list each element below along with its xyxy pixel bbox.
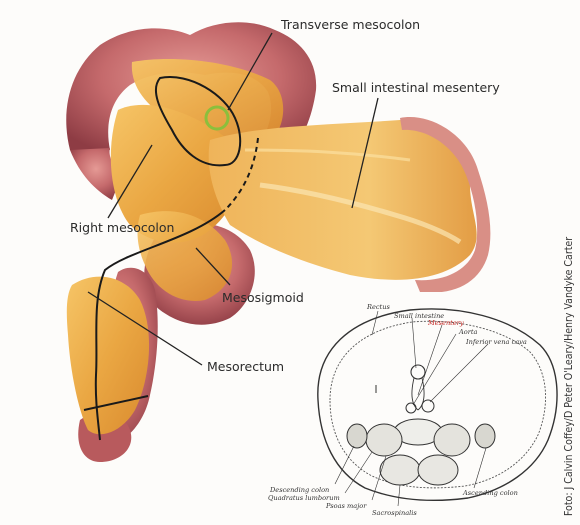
transverse-colon	[66, 22, 317, 160]
mesentery-streak	[259, 182, 462, 245]
mesentery	[66, 59, 491, 435]
mesentery-stalk	[411, 377, 425, 411]
psoas-major-right	[433, 423, 471, 457]
engraving-label-rectus: Rectus	[366, 303, 390, 311]
root-solid-line	[94, 209, 226, 441]
leader-sacrospinalis	[397, 484, 401, 507]
engraving-leaders	[334, 310, 489, 507]
leader-descending-colon	[334, 445, 355, 485]
transverse-mesocolon-loop	[154, 76, 242, 167]
leader-small-intestine	[411, 317, 417, 369]
leader-aorta	[412, 333, 457, 406]
label-mesosigmoid: Mesosigmoid	[222, 290, 304, 305]
engraving-label-sacrospinalis: Sacrospinalis	[372, 509, 417, 517]
right-colon	[70, 148, 122, 200]
leader-mesosigmoid	[195, 247, 231, 286]
engraving-label-small-intestine: Small intestine	[394, 312, 444, 320]
engraving-label-aorta: Aorta	[458, 328, 478, 336]
sacrospinalis-right	[417, 454, 459, 486]
descending-colon	[346, 423, 368, 449]
label-small-intestinal-mesentery: Small intestinal mesentery	[332, 80, 500, 95]
label-transverse-mesocolon: Transverse mesocolon	[280, 17, 420, 32]
mesentery-outline-trace	[83, 76, 259, 441]
label-mesorectum: Mesorectum	[207, 359, 284, 374]
leader-quadratus	[344, 451, 373, 494]
label-right-mesocolon: Right mesocolon	[70, 220, 174, 235]
mesentery-streak	[244, 148, 411, 162]
engraving-label-psoas-major: Psoas major	[325, 502, 367, 510]
engraving-label-ivc: Inferior vena cava	[465, 338, 527, 346]
small-intestine-loop	[410, 364, 426, 380]
leader-ascending-colon	[473, 447, 487, 489]
leader-mesorectum	[87, 291, 203, 366]
leader-rectus	[371, 310, 379, 336]
aorta	[405, 402, 417, 414]
leader-psoas	[371, 455, 387, 501]
engraving-label-descending-colon: Descending colon	[269, 486, 329, 494]
abdominal-wall-outer	[317, 308, 558, 501]
engraving-label-ascending-colon: Ascending colon	[462, 489, 518, 497]
leader-lines	[87, 32, 379, 366]
leader-transverse-mesocolon	[227, 32, 273, 111]
psoas-major-left	[365, 423, 403, 457]
root-dashed-line	[224, 137, 259, 211]
ascending-colon	[474, 423, 496, 449]
leader-right-mesocolon	[107, 144, 153, 219]
mesosigmoid-sheet	[137, 211, 233, 301]
inferior-vena-cava	[421, 399, 435, 413]
cross-section-engraving: Rectus Small intestine Mesentery Aorta I…	[268, 292, 558, 517]
right-mesocolon-sheet	[110, 104, 241, 243]
leader-mesentery	[417, 324, 443, 396]
leader-small-intestinal-mesentery	[351, 97, 379, 209]
small-intestine-rim	[400, 117, 491, 293]
sacrospinalis-left	[379, 454, 421, 486]
rectal-cut-line	[83, 395, 149, 411]
highlight-ring	[204, 105, 230, 131]
photo-credit: Foto: J Calvin Coffey/D Peter O'Leary/He…	[563, 237, 575, 516]
engraving-label-mesentery: Mesentery	[427, 319, 464, 327]
engraving-label-quadratus-lumborum: Quadratus lumborum	[268, 494, 340, 502]
mesorectum-sheet	[66, 276, 150, 435]
abdominal-wall-inner	[329, 320, 547, 489]
leader-ivc	[429, 343, 489, 403]
